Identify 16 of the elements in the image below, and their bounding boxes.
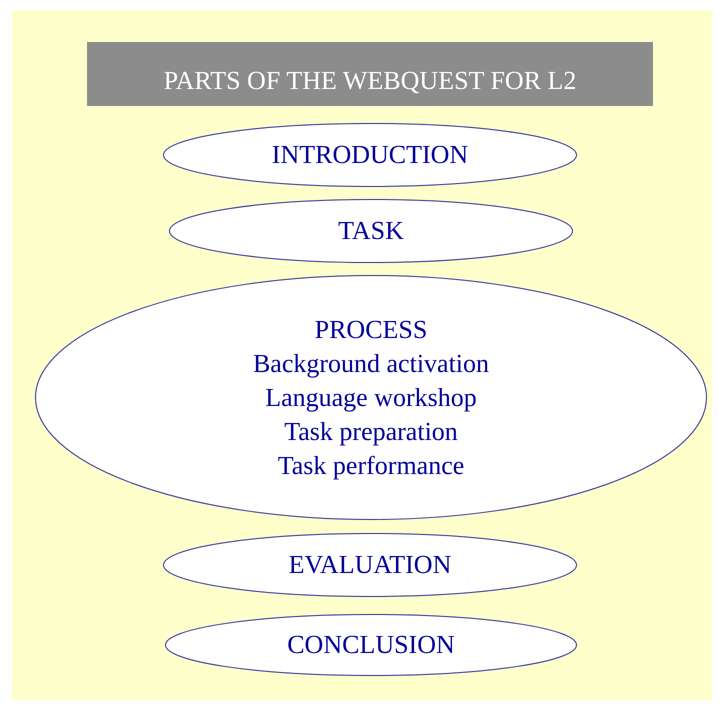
section-ellipse: [165, 614, 577, 676]
section-ellipse: [169, 199, 573, 263]
title-text: PARTS OF THE WEBQUEST FOR L2: [164, 65, 576, 97]
step-label: Task performance: [278, 450, 464, 482]
step-label: Language workshop: [265, 382, 477, 414]
step-label: Background activation: [252, 348, 490, 380]
section-ellipse: [35, 275, 707, 520]
section-label: INTRODUCTION: [272, 139, 468, 171]
section-label: CONCLUSION: [287, 629, 455, 661]
section-label: TASK: [338, 215, 404, 247]
title-banner: [87, 42, 653, 106]
section-label: EVALUATION: [288, 549, 452, 581]
section-ellipse: [163, 533, 577, 597]
step-label: Task preparation: [284, 416, 458, 448]
section-label: PROCESS: [314, 314, 428, 346]
section-ellipse: [163, 123, 577, 187]
